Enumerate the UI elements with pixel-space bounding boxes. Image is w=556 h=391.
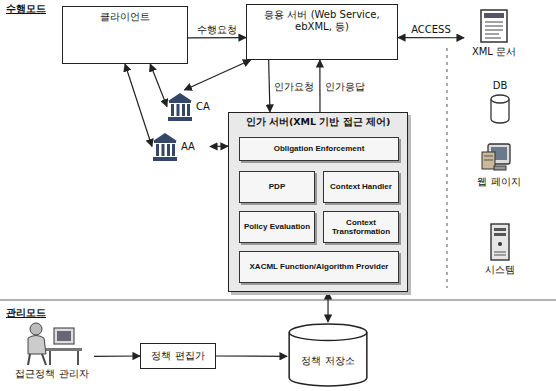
node-text: 응용 서버 (Web Service, ebXML, 등) — [247, 9, 397, 32]
mode-separator — [0, 299, 556, 300]
node-text: 인가 서버(XML 기반 접근 제어) — [246, 117, 391, 128]
web-page-icon: 웹 페이지 — [466, 142, 532, 194]
client-box: 클라이언트 — [62, 6, 188, 64]
ca-icon: CA — [167, 90, 225, 123]
node-text: 정책 저장소 — [301, 355, 354, 367]
mode-label: 관리모드 — [6, 306, 46, 320]
person-symbol — [20, 320, 84, 366]
web-symbol — [480, 142, 518, 174]
node-text: PDP — [269, 182, 285, 191]
policy-admin-figure: 접근정책 관리자 — [10, 320, 94, 386]
edge-label: 인가요청 — [273, 81, 315, 92]
xml-document-icon: XML 문서 — [464, 8, 524, 70]
connector — [398, 37, 464, 38]
connector — [216, 355, 287, 357]
db-icon: DB — [478, 80, 522, 130]
node-text: Policy Evaluation — [244, 222, 310, 231]
connector — [269, 60, 270, 112]
doc-symbol — [479, 8, 509, 44]
policy-editor-box: 정책 편집가 — [140, 343, 216, 369]
component-box: Context Transformation — [323, 211, 399, 243]
node-text: Context Transformation — [327, 218, 395, 236]
node-text: 접근정책 관리자 — [15, 368, 88, 380]
node-text: 시스템 — [485, 264, 515, 276]
node-text: 클라이언트 — [100, 11, 150, 23]
node-text: 정책 편집가 — [151, 350, 204, 362]
component-box: XACML Function/Algorithm Provider — [239, 251, 399, 283]
cyl-symbol — [489, 94, 511, 124]
component-box: PDP — [239, 171, 315, 203]
connector — [125, 64, 152, 147]
policy-store-cylinder: 정책 저장소 — [287, 322, 369, 388]
access-dashed-line — [447, 48, 448, 288]
node-text: Context Handler — [330, 182, 392, 191]
app-server-box: 응용 서버 (Web Service, ebXML, 등) — [246, 4, 398, 60]
bank-symbol — [152, 132, 178, 162]
connector — [150, 64, 167, 107]
edge-label: 수행요청 — [196, 24, 238, 35]
auth-server-box: 인가 서버(XML 기반 접근 제어) Obligation Enforcemen… — [228, 112, 408, 292]
component-box: Obligation Enforcement — [239, 137, 399, 161]
node-text: 웹 페이지 — [477, 176, 520, 188]
connector — [319, 60, 320, 112]
component-box: Context Handler — [323, 171, 399, 203]
connector — [327, 292, 328, 322]
system-icon: 시스템 — [470, 222, 530, 284]
bank-symbol — [167, 92, 193, 122]
node-text: AA — [181, 141, 195, 153]
sys-symbol — [487, 222, 513, 262]
mode-label: 수행모드 — [6, 2, 46, 16]
edge-label: 인가응답 — [324, 81, 366, 92]
node-text: Obligation Enforcement — [274, 144, 365, 153]
connector — [188, 37, 246, 39]
node-text: XACML Function/Algorithm Provider — [250, 262, 389, 271]
node-text: DB — [493, 80, 508, 92]
connector — [210, 146, 228, 148]
node-text: CA — [196, 101, 210, 113]
connector — [184, 60, 250, 90]
edge-label: ACCESS — [410, 24, 452, 35]
cylinder-outline — [287, 322, 369, 388]
node-text: XML 문서 — [472, 46, 516, 58]
aa-icon: AA — [152, 130, 210, 163]
connector — [94, 355, 140, 356]
component-box: Policy Evaluation — [239, 211, 315, 243]
